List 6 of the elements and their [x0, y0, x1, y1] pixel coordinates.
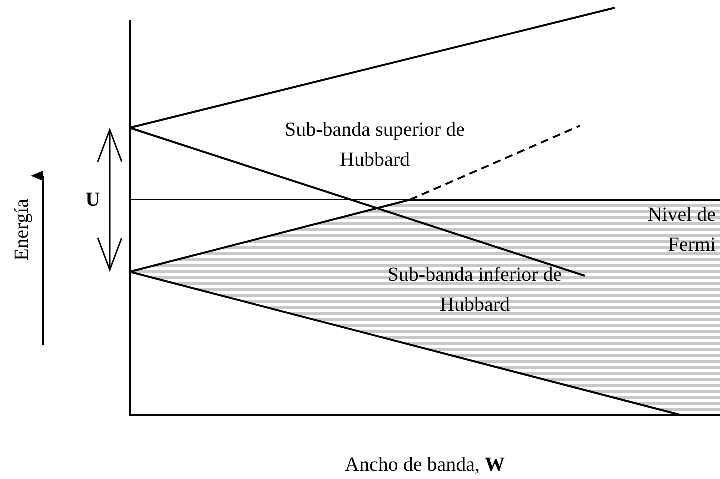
axis-title: Ancho de banda, W [344, 453, 506, 478]
region-label: Sub-banda superior de Hubbard [285, 118, 465, 173]
line-label: Nivel de Fermi [646, 203, 716, 258]
axis-title: Energía [10, 198, 34, 263]
region-label: Sub-banda inferior de Hubbard [386, 263, 564, 318]
dimension-label: U [84, 188, 102, 213]
